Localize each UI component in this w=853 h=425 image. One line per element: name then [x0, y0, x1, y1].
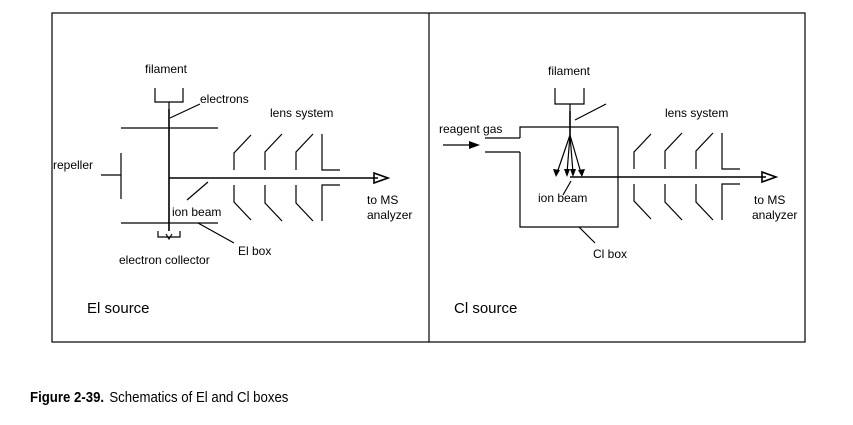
ci-box-label: Cl box — [593, 247, 627, 261]
figure-caption-text: Schematics of El and Cl boxes — [109, 389, 289, 406]
figure-caption: Figure 2-39.Schematics of El and Cl boxe… — [30, 389, 288, 406]
ci-analyzer-label: analyzer — [752, 208, 797, 222]
ei-filament-label: filament — [145, 62, 188, 76]
ci-filament-shape — [554, 88, 585, 105]
ci-lens-top-3 — [695, 132, 714, 169]
figure-caption-label: Figure 2-39. — [30, 389, 105, 406]
ei-lens-bottom-1 — [233, 185, 252, 221]
ei-lens-top-3 — [295, 133, 314, 170]
ci-ion-beam-pointer — [562, 180, 572, 196]
ci-panel: filament lens system reagent gas ion bea… — [439, 64, 797, 317]
ei-lens-top-1 — [233, 134, 252, 170]
ei-lens-bottom-3 — [295, 185, 314, 222]
ei-box-label: El box — [238, 244, 271, 258]
ei-lens-top-2 — [264, 133, 283, 170]
ei-filament-shape — [154, 88, 184, 103]
ei-analyzer-label: analyzer — [367, 208, 412, 222]
ci-lens-bottom-2 — [664, 184, 683, 221]
ei-to-ms-label: to MS — [367, 193, 398, 207]
ei-lens-bottom-4 — [321, 184, 340, 221]
ei-source-label: El source — [87, 300, 150, 317]
ei-ion-beam-label: ion beam — [172, 205, 221, 219]
ci-lens-bottom-1 — [633, 184, 652, 220]
ci-lens-bottom-3 — [695, 184, 714, 221]
ei-repeller-label: repeller — [53, 158, 93, 172]
ei-ion-beam-pointer — [186, 181, 209, 201]
ci-lens-top-1 — [633, 133, 652, 169]
ci-to-ms-label: to MS — [754, 193, 785, 207]
ci-lens-top-2 — [664, 132, 683, 169]
ci-lens-top-4 — [721, 133, 740, 170]
ei-electrons-pointer — [169, 103, 201, 119]
ei-electrons-label: electrons — [200, 92, 249, 106]
ei-electron-collector-label: electron collector — [119, 253, 210, 267]
ei-panel: filament electrons lens system repeller … — [53, 62, 412, 317]
ci-source-label: Cl source — [454, 300, 517, 317]
ei-lens-bottom-2 — [264, 185, 283, 222]
ci-ion-beam-label: ion beam — [538, 191, 587, 205]
reagent-gas-label: reagent gas — [439, 122, 502, 136]
ei-lens-system-label: lens system — [270, 106, 333, 120]
ci-lens-system-label: lens system — [665, 106, 728, 120]
ei-electron-collector — [157, 231, 181, 238]
ci-lens-bottom-4 — [721, 183, 740, 220]
ei-lens-top-4 — [321, 134, 340, 171]
ci-filament-label: filament — [548, 64, 591, 78]
